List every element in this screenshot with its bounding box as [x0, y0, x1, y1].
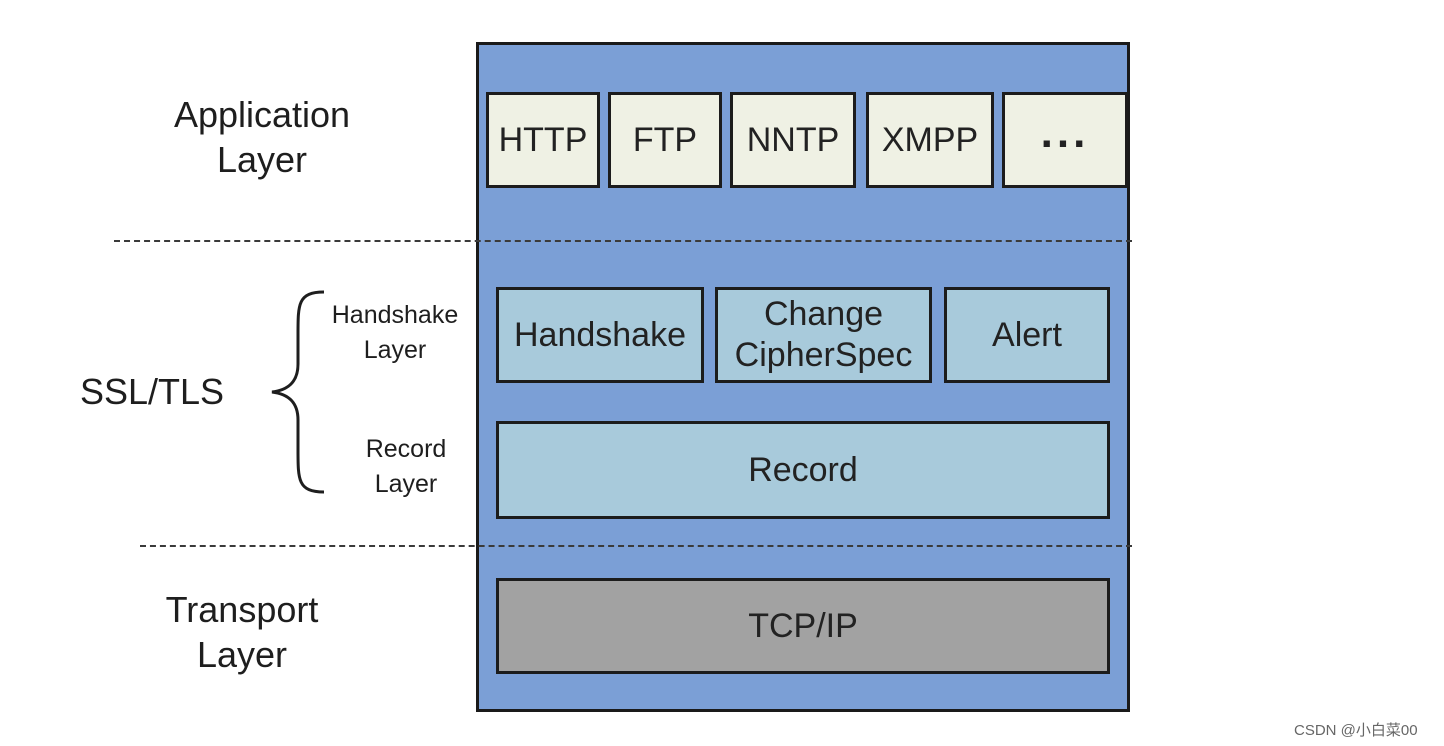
protocol-box-nntp: NNTP [730, 92, 856, 188]
alert-protocol-box: Alert [944, 287, 1110, 383]
record-layer-label-line2: Layer [374, 470, 438, 498]
protocol-box-more: ... [1002, 92, 1128, 188]
protocol-box-ftp: FTP [608, 92, 722, 188]
layer-divider-bottom [140, 545, 1132, 547]
application-layer-label-line1: Application [173, 94, 351, 135]
handshake-layer-label-line2: Layer [363, 336, 427, 364]
protocol-box-more-label: ... [1040, 107, 1090, 157]
handshake-layer-label: Handshake Layer [314, 298, 476, 368]
change-cipher-spec-label-line1: Change [763, 295, 884, 334]
protocol-box-http-label: HTTP [498, 120, 588, 159]
protocol-box-nntp-label: NNTP [746, 120, 840, 159]
source-watermark: CSDN @小白菜00 [1294, 722, 1418, 739]
transport-layer-label: Transport Layer [120, 587, 364, 677]
layer-divider-top [114, 240, 1132, 242]
change-cipher-spec-label-line2: CipherSpec [734, 336, 913, 374]
transport-layer-label-line1: Transport [165, 589, 319, 630]
curly-brace-icon [271, 290, 325, 494]
handshake-protocol-label: Handshake [513, 315, 686, 354]
protocol-box-http: HTTP [486, 92, 600, 188]
protocol-box-ftp-label: FTP [632, 120, 698, 159]
handshake-protocol-box: Handshake [496, 287, 704, 383]
tcp-ip-label: TCP/IP [748, 606, 858, 645]
record-protocol-box: Record [496, 421, 1110, 519]
record-layer-label-line1: Record [365, 435, 447, 463]
handshake-layer-label-line1: Handshake [331, 301, 459, 329]
record-protocol-label: Record [748, 450, 858, 489]
record-layer-label: Record Layer [326, 432, 486, 502]
change-cipher-spec-label: Change CipherSpec [735, 294, 913, 376]
ssl-tls-label: SSL/TLS [80, 371, 225, 412]
application-layer-label: Application Layer [140, 92, 384, 182]
alert-protocol-label: Alert [992, 315, 1062, 354]
transport-layer-label-line2: Layer [196, 634, 288, 675]
protocol-box-xmpp: XMPP [866, 92, 994, 188]
application-layer-label-line2: Layer [216, 139, 308, 180]
change-cipher-spec-box: Change CipherSpec [715, 287, 932, 383]
protocol-box-xmpp-label: XMPP [881, 120, 979, 159]
tcp-ip-box: TCP/IP [496, 578, 1110, 674]
